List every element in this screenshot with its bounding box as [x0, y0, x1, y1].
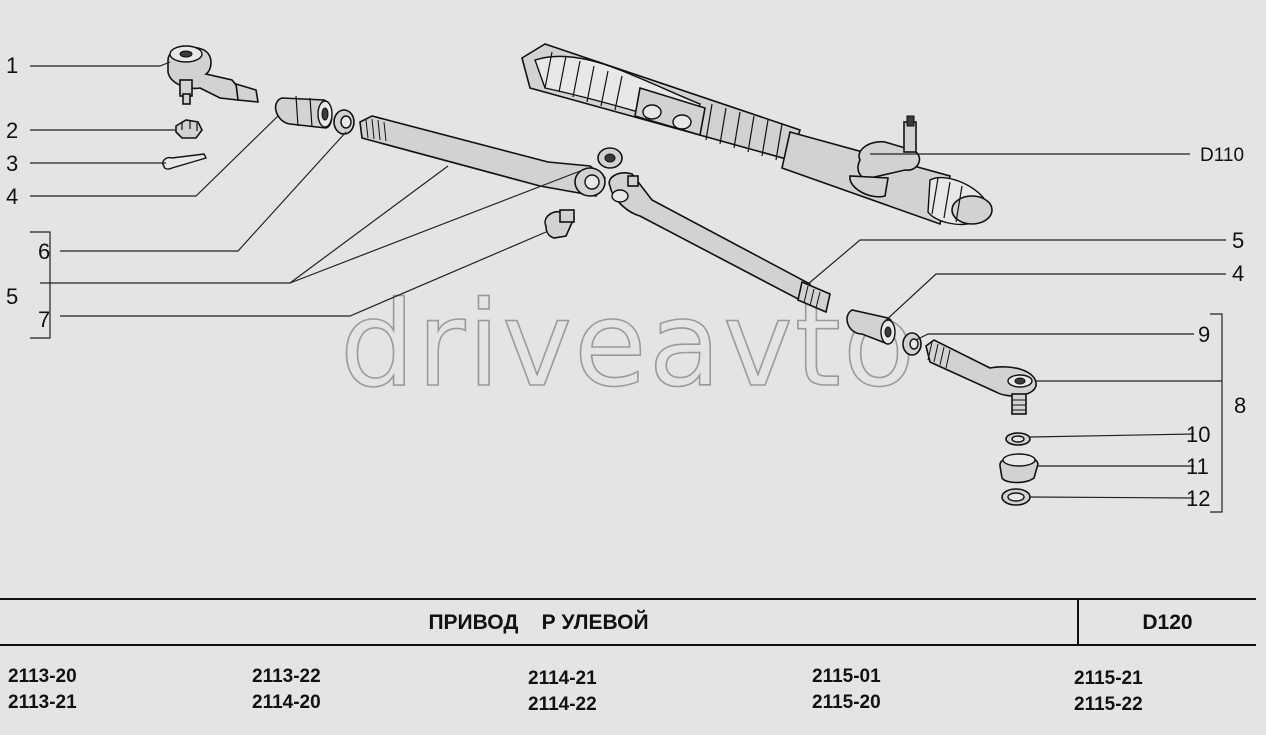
adjusting-sleeve-left — [274, 95, 333, 129]
leader-lines — [30, 61, 1226, 513]
dust-boot-11 — [999, 453, 1039, 484]
watermark: driveavto — [340, 275, 917, 413]
washer-10 — [1005, 432, 1031, 446]
model-code: 2115-01 — [812, 666, 881, 687]
callout-5-right: 5 — [1232, 228, 1244, 253]
steering-rack-d110 — [521, 43, 993, 226]
callout-12: 12 — [1186, 486, 1210, 511]
title-block: ПРИВОД Р УЛЕВОЙ D120 — [0, 598, 1256, 646]
model-code: 2113-22 — [252, 666, 321, 687]
model-code: 2115-20 — [812, 692, 881, 713]
model-code: 2114-21 — [528, 668, 597, 689]
callout-d110: D110 — [1200, 145, 1244, 166]
assembly-code: D120 — [1142, 611, 1193, 634]
callout-9: 9 — [1198, 322, 1210, 347]
mounting-bolt — [544, 209, 576, 239]
lock-nut-left — [333, 109, 355, 135]
model-code: 2113-20 — [8, 666, 77, 687]
callout-5-left: 5 — [6, 284, 18, 309]
callout-4-left: 4 — [6, 184, 18, 209]
tie-rod-left — [359, 115, 623, 197]
callout-11: 11 — [1186, 454, 1209, 479]
callout-4-right: 4 — [1232, 261, 1244, 286]
parts-diagram: driveavto — [6, 43, 1246, 513]
castle-nut — [175, 119, 203, 139]
callout-3: 3 — [6, 151, 18, 176]
model-code: 2114-22 — [528, 694, 597, 715]
title-divider — [1077, 600, 1079, 644]
assembly-title: ПРИВОД Р УЛЕВОЙ — [428, 611, 649, 634]
callout-7: 7 — [38, 307, 50, 332]
model-code: 2114-20 — [252, 692, 321, 713]
model-code: 2115-22 — [1074, 694, 1143, 715]
tie-rod-right — [608, 172, 831, 314]
model-code: 2115-21 — [1074, 668, 1143, 689]
callout-10: 10 — [1186, 422, 1210, 447]
adjusting-sleeve-right — [846, 309, 896, 345]
callout-8: 8 — [1234, 393, 1246, 418]
cotter-pin — [162, 153, 208, 170]
lock-nut-right — [902, 332, 922, 356]
tie-rod-end-left — [167, 45, 259, 105]
callout-6: 6 — [38, 239, 50, 264]
tie-rod-end-right — [925, 339, 1037, 415]
callout-2: 2 — [6, 118, 18, 143]
ring-12 — [1001, 488, 1031, 506]
model-code: 2113-21 — [8, 692, 77, 713]
callout-1: 1 — [6, 53, 18, 78]
